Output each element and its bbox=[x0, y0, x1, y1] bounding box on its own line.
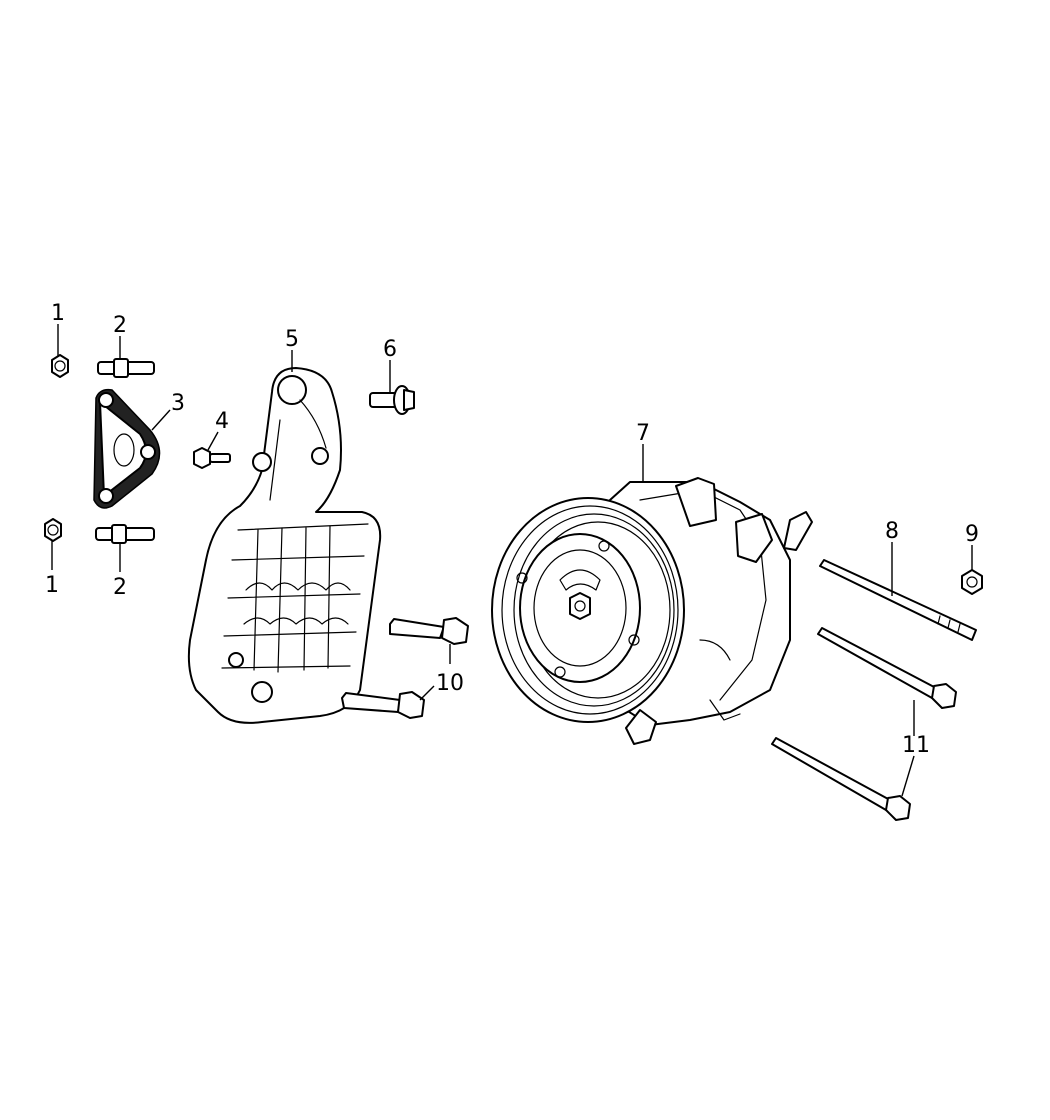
callout-11: 11 bbox=[902, 733, 930, 758]
part-5-mounting-bracket bbox=[187, 367, 382, 724]
callout-1-lower: 1 bbox=[45, 573, 59, 598]
callout-4: 4 bbox=[215, 409, 229, 434]
callout-2-upper: 2 bbox=[113, 313, 127, 338]
callout-6: 6 bbox=[383, 337, 397, 362]
callout-3: 3 bbox=[171, 391, 185, 416]
part-3-bracket-plate bbox=[93, 388, 161, 509]
callout-labels: 1 1 2 2 3 4 5 6 7 8 9 10 11 bbox=[45, 301, 979, 758]
part-6-flange-bolt bbox=[369, 385, 415, 415]
part-10-bolt-upper bbox=[389, 617, 469, 645]
leader-lines bbox=[51, 324, 973, 797]
part-2-stud-lower bbox=[95, 524, 155, 544]
part-1-nut-lower bbox=[44, 518, 62, 542]
part-7-ac-compressor bbox=[491, 477, 813, 745]
callout-8: 8 bbox=[885, 519, 899, 544]
callout-10: 10 bbox=[436, 671, 464, 696]
callout-7: 7 bbox=[636, 421, 650, 446]
part-1-nut-upper bbox=[51, 354, 69, 378]
part-8-long-stud bbox=[819, 559, 977, 641]
callout-2-lower: 2 bbox=[113, 575, 127, 600]
part-11-long-bolt-lower bbox=[771, 737, 911, 821]
part-11-long-bolt-upper bbox=[817, 627, 957, 709]
part-9-nut bbox=[961, 569, 983, 595]
part-4-bolt bbox=[193, 447, 231, 469]
callout-5: 5 bbox=[285, 327, 299, 352]
part-10-bolt-lower bbox=[341, 691, 425, 719]
callout-9: 9 bbox=[965, 522, 979, 547]
callout-1-upper: 1 bbox=[51, 301, 65, 326]
part-2-stud-upper bbox=[97, 358, 155, 378]
